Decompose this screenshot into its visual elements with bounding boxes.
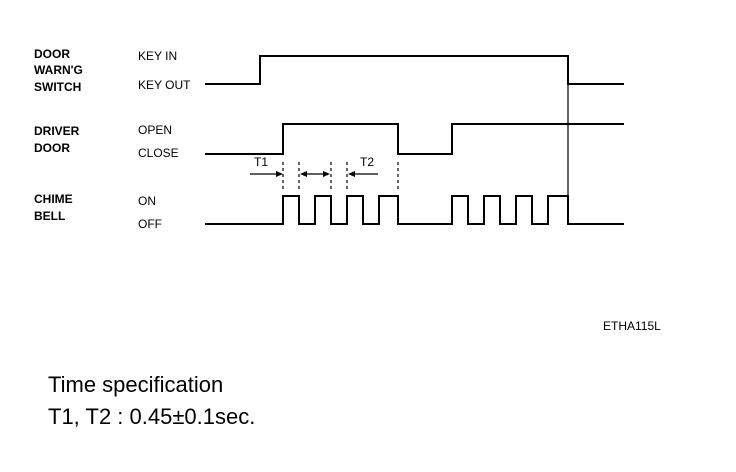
interval-boundary-lines <box>282 162 399 192</box>
chime-bell-line-2: BELL <box>34 209 65 223</box>
t2-arrow-head <box>348 171 355 177</box>
figure-code: ETHA115L <box>603 319 661 333</box>
t2-interval: T2 <box>348 155 378 177</box>
middle-interval <box>300 171 330 177</box>
chime-bell-waveform <box>205 195 624 225</box>
chime-bell-line-1: CHIME <box>34 192 73 206</box>
off-label: OFF <box>138 217 162 231</box>
door-warning-switch-line-2: WARN'G <box>34 63 83 77</box>
door-warning-switch-line-3: SWITCH <box>34 80 81 94</box>
t1-label: T1 <box>254 155 268 169</box>
key-out-label: KEY OUT <box>138 78 191 92</box>
door-warning-switch-label: DOOR WARN'G SWITCH <box>34 47 83 94</box>
driver-door-line-2: DOOR <box>34 141 70 155</box>
t1-interval: T1 <box>250 155 283 177</box>
door-warning-switch-waveform <box>205 55 624 85</box>
open-label: OPEN <box>138 123 172 137</box>
on-label: ON <box>138 194 156 208</box>
door-warning-switch-line-1: DOOR <box>34 47 70 61</box>
spec-line: T1, T2 : 0.45±0.1sec. <box>48 404 255 429</box>
spec-title: Time specification <box>48 372 223 397</box>
close-label: CLOSE <box>138 146 179 160</box>
chime-bell-label: CHIME BELL <box>34 192 73 223</box>
driver-door-label: DRIVER DOOR <box>34 124 80 155</box>
t2-label: T2 <box>360 155 374 169</box>
driver-door-waveform <box>205 123 624 155</box>
t1-arrow-head <box>276 171 283 177</box>
driver-door-line-1: DRIVER <box>34 124 80 138</box>
middle-arrow-right-head <box>323 171 330 177</box>
middle-arrow-left-head <box>300 171 307 177</box>
key-in-label: KEY IN <box>138 49 177 63</box>
